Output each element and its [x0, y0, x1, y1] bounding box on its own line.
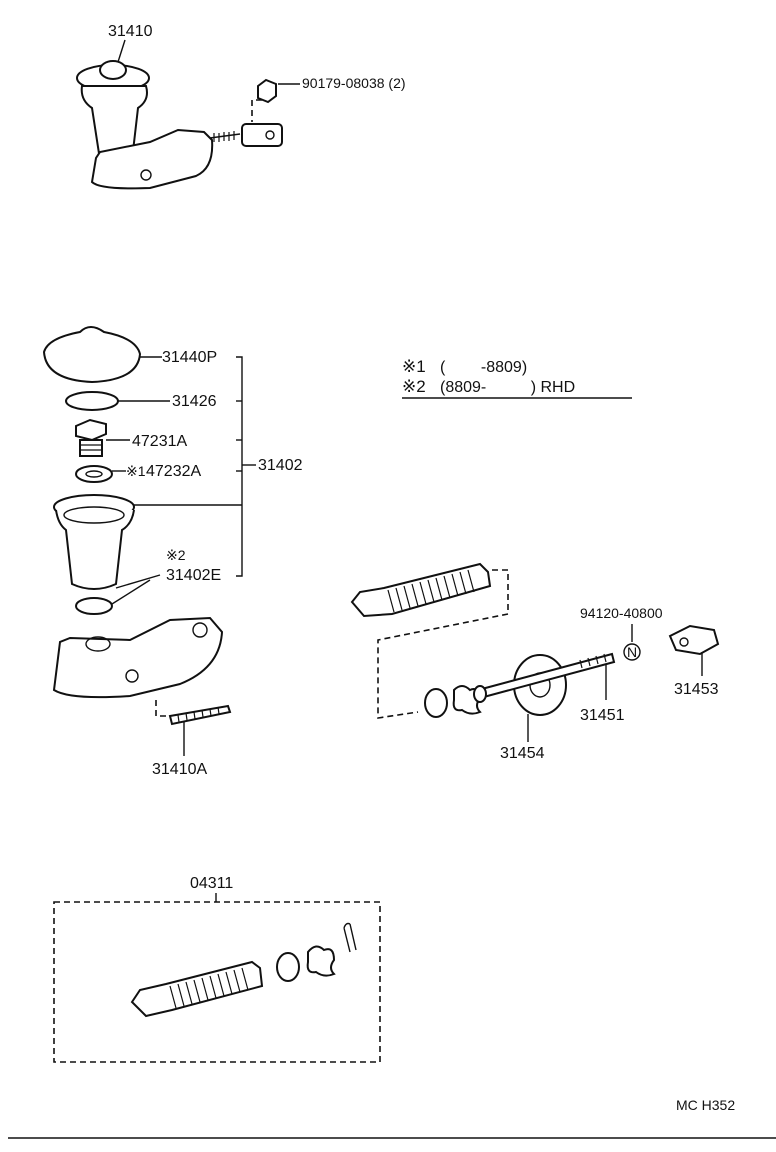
note2-text: (8809- ) RHD [440, 379, 575, 396]
stud-thread [177, 706, 220, 723]
kit-washer-icon [276, 952, 300, 982]
leader-31402E [115, 574, 161, 589]
pushrod-thread [579, 653, 607, 669]
assy-clevis-pin [265, 130, 275, 140]
notes: ※1 ( -8809) ※2 (8809- ) RHD [402, 357, 632, 399]
mark-31402E: ※2 [166, 547, 186, 563]
assy-cap-knob [99, 60, 127, 80]
cylinder-body-icon [52, 616, 224, 699]
kit-clip-icon [343, 922, 357, 953]
repair-kit-box [53, 901, 381, 1063]
cylinder-outlet [125, 669, 139, 683]
label-31451: 31451 [580, 707, 625, 724]
bolt-dashline [251, 99, 262, 122]
union-thread-lines [80, 444, 102, 451]
clevis-icon [668, 624, 720, 656]
grommet-hole [85, 470, 103, 478]
pushrod-head [473, 685, 487, 703]
mark-47232A: ※1 [126, 463, 146, 479]
stud-icon [168, 704, 232, 726]
pushrod-parts: 31454 31451 94120-40800 N 31453 [350, 562, 720, 762]
catalog-code: MC H352 [676, 1097, 735, 1113]
label-31426: 31426 [172, 393, 217, 410]
assy-pushrod [209, 133, 241, 139]
piston-icon [350, 562, 492, 618]
note2-mark: ※2 [402, 377, 426, 396]
label-31402: 31402 [258, 457, 303, 474]
leader-lower-grommet [111, 579, 151, 605]
washer-icon [424, 688, 448, 718]
bracket-31402 [236, 356, 243, 577]
piston-spring [387, 569, 475, 613]
label-bolt: 90179-08038 (2) [302, 75, 406, 91]
reservoir-rim [63, 506, 125, 524]
note1-text: ( -8809) [440, 359, 527, 376]
non-reusable-icon [623, 643, 641, 661]
kit-piston-spring [169, 967, 249, 1009]
assy-clevis [241, 123, 283, 147]
union-icon [75, 418, 107, 442]
pushrod-dashline [377, 569, 509, 719]
label-31440P: 31440P [162, 349, 217, 366]
label-47231A: 47231A [132, 433, 187, 450]
assy-pushrod-thread [213, 131, 235, 142]
non-reusable-symbol: N [627, 644, 637, 660]
leader-31410 [117, 39, 126, 63]
exploded-reservoir: 31440P 31426 47231A ※1 47232A ※2 31402E [42, 326, 303, 778]
label-47232A: 47232A [146, 463, 201, 480]
note1-mark: ※1 [402, 357, 426, 376]
assy-body [90, 128, 214, 190]
cylinder-flange-hole [192, 622, 208, 638]
stud-dashline [155, 700, 170, 717]
lower-grommet-icon [75, 597, 113, 615]
label-31402E: 31402E [166, 567, 221, 584]
label-04311: 04311 [190, 875, 233, 892]
bolt-icon [257, 78, 277, 104]
grommet-icon [75, 465, 113, 483]
label-31410: 31410 [108, 23, 153, 40]
diaphragm-icon [65, 391, 119, 411]
reservoir-cap-icon [42, 326, 142, 384]
clevis-hole [679, 637, 689, 647]
label-94120: 94120-40800 [580, 605, 663, 621]
reservoir-body [55, 509, 135, 590]
label-31410A: 31410A [152, 761, 207, 778]
master-cylinder-assembly: 31410 90179-08038 (2) [76, 23, 406, 190]
assy-port [140, 169, 152, 181]
repair-kit: 04311 [53, 875, 381, 1063]
union-thread [79, 439, 103, 457]
label-31453: 31453 [674, 681, 719, 698]
cylinder-port [85, 636, 111, 652]
kit-snap-ring-icon [306, 945, 336, 977]
label-31454: 31454 [500, 745, 545, 762]
